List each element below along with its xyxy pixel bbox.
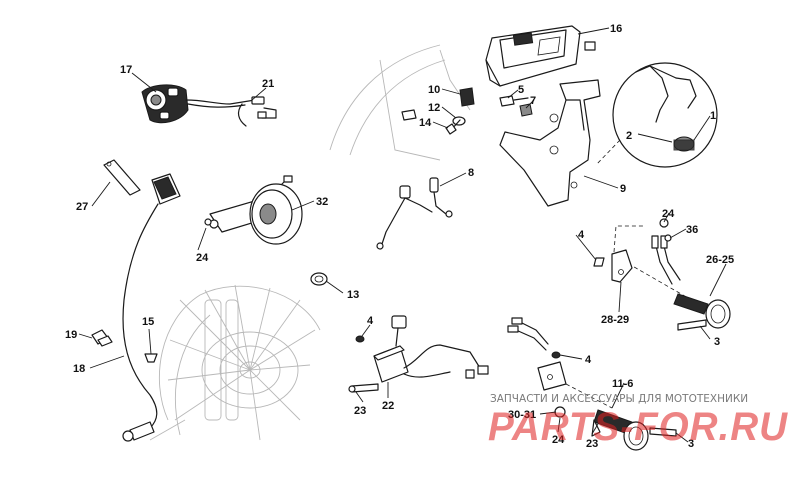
callout-4: 4: [367, 315, 374, 327]
background-front-fender: [329, 44, 471, 161]
background-front-wheel: [149, 284, 321, 441]
callout-24: 24: [196, 252, 209, 264]
callout-10: 10: [428, 84, 440, 96]
callout-23: 23: [586, 438, 598, 450]
callout-3: 3: [714, 336, 720, 348]
watermark: ЗАПЧАСТИ И АКСЕССУАРЫ ДЛЯ МОТОТЕХНИКИ PA…: [488, 393, 788, 449]
callout-1: 1: [710, 110, 716, 122]
callout-13: 13: [347, 289, 359, 301]
key-tag-part: [103, 159, 141, 196]
callout-3: 3: [688, 438, 694, 450]
callout-22: 22: [382, 400, 394, 412]
callout-7: 7: [530, 95, 536, 107]
instrument-bracket: [499, 79, 601, 207]
front-turn-signal-left: [507, 317, 677, 451]
speed-sensor-cable: [122, 173, 181, 442]
callout-32: 32: [316, 196, 328, 208]
callout-27: 27: [76, 201, 88, 213]
callout-9: 9: [620, 183, 626, 195]
horn-assembly: [204, 175, 303, 245]
callout-14: 14: [419, 117, 432, 129]
detail-inset: [595, 62, 718, 168]
callout-5: 5: [518, 84, 524, 96]
callout-36: 36: [686, 224, 698, 236]
watermark-tagline: ЗАПЧАСТИ И АКСЕССУАРЫ ДЛЯ МОТОТЕХНИКИ: [490, 393, 748, 405]
wiring-harness-8: [376, 177, 453, 250]
callout-17: 17: [120, 64, 132, 76]
callout-28-29: 28-29: [601, 314, 629, 326]
instrument-panel: [485, 25, 596, 87]
callout-16: 16: [610, 23, 622, 35]
callout-23: 23: [354, 405, 366, 417]
mounting-hardware: [401, 87, 533, 135]
callout-8: 8: [468, 167, 474, 179]
callout-30-31: 30-31: [508, 409, 536, 421]
callout-labels: 1 2 3 3 4 4 4 5 7 8 9 10 12 13 14 15 16 …: [65, 23, 734, 450]
leader-lines: [78, 27, 727, 443]
callout-15: 15: [142, 316, 154, 328]
callout-24: 24: [662, 208, 675, 220]
screw-23-left: [348, 383, 379, 393]
callout-26-25: 26-25: [706, 254, 734, 266]
callout-12: 12: [428, 102, 440, 114]
callout-19: 19: [65, 329, 77, 341]
cable-clip: [91, 329, 113, 347]
voltage-regulator-assembly: [355, 315, 489, 383]
watermark-brand: PARTS-FOR.RU: [488, 405, 788, 449]
callout-18: 18: [73, 363, 85, 375]
handlebar-switch-assembly: [141, 84, 277, 127]
callout-4: 4: [585, 354, 592, 366]
callout-2: 2: [626, 130, 632, 142]
callout-4: 4: [578, 229, 585, 241]
washer-part: [310, 272, 328, 286]
grommet-part: [144, 353, 158, 363]
front-turn-signal-right: [593, 218, 731, 331]
callout-21: 21: [262, 78, 274, 90]
callout-11-6: 11-6: [612, 378, 633, 390]
callout-24: 24: [552, 434, 565, 446]
